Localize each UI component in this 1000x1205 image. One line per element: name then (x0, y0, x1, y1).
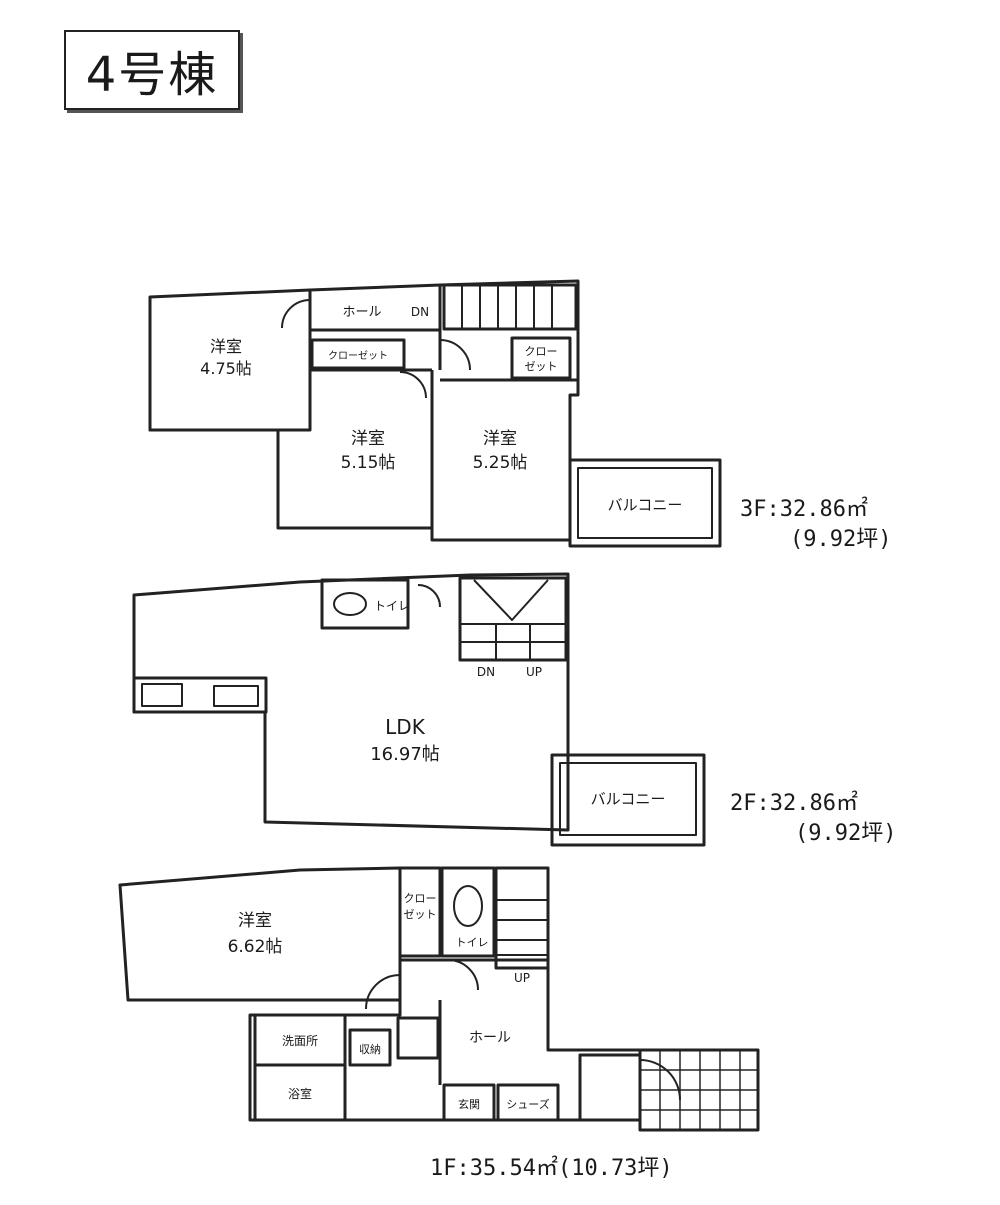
f2-area-line2: (9.92坪) (795, 821, 897, 846)
f3-room-b-name: 洋室 (351, 429, 385, 449)
building-title: 4号棟 (64, 30, 240, 110)
f3-closet-a-label: クローゼット (328, 350, 388, 362)
f2-ldk-size: 16.97帖 (370, 744, 440, 765)
f1-washroom-label: 洗面所 (282, 1034, 318, 1048)
f2-toilet-label: トイレ (374, 599, 410, 613)
f1-closet-line1: クロー (404, 892, 437, 905)
f3-room-a-size: 4.75帖 (200, 359, 252, 378)
f3-closet-b-line2: ゼット (525, 360, 558, 373)
floor-1-plan (118, 866, 760, 1132)
f1-entrance-label: 玄関 (458, 1097, 480, 1111)
f3-hall-label: ホール (342, 305, 381, 320)
f2-balcony-label: バルコニー (591, 790, 666, 808)
floor-3-plan (148, 279, 722, 548)
f2-up-label: UP (526, 665, 542, 679)
f1-up-label: UP (514, 971, 530, 985)
f3-closet-b-line1: クロー (525, 345, 558, 358)
f3-balcony-label: バルコニー (608, 496, 683, 514)
f1-room-name: 洋室 (238, 911, 272, 931)
f1-room-size: 6.62帖 (228, 937, 283, 957)
f1-shoe-label: シューズ (506, 1097, 549, 1111)
f1-storage-label: 収納 (359, 1043, 381, 1056)
f3-room-c-name: 洋室 (483, 429, 517, 449)
f2-ldk-name: LDK (385, 715, 426, 739)
f3-area-line1: 3F:32.86㎡ (740, 497, 868, 522)
f1-area: 1F:35.54㎡(10.73坪) (430, 1156, 673, 1181)
f1-toilet-label: トイレ (456, 936, 489, 949)
f1-hall-label: ホール (469, 1030, 511, 1046)
f3-area-line2: (9.92坪) (790, 527, 892, 552)
f3-room-c-size: 5.25帖 (473, 453, 528, 473)
f3-room-b-size: 5.15帖 (341, 453, 396, 473)
f2-dn-label: DN (477, 665, 495, 679)
f1-closet-line2: ゼット (404, 908, 437, 921)
f2-area-line1: 2F:32.86㎡ (730, 791, 858, 816)
f3-room-a-name: 洋室 (210, 337, 242, 356)
floor-2-plan (132, 572, 706, 847)
f1-bath-label: 浴室 (288, 1086, 312, 1101)
f3-dn-label: DN (411, 305, 429, 319)
